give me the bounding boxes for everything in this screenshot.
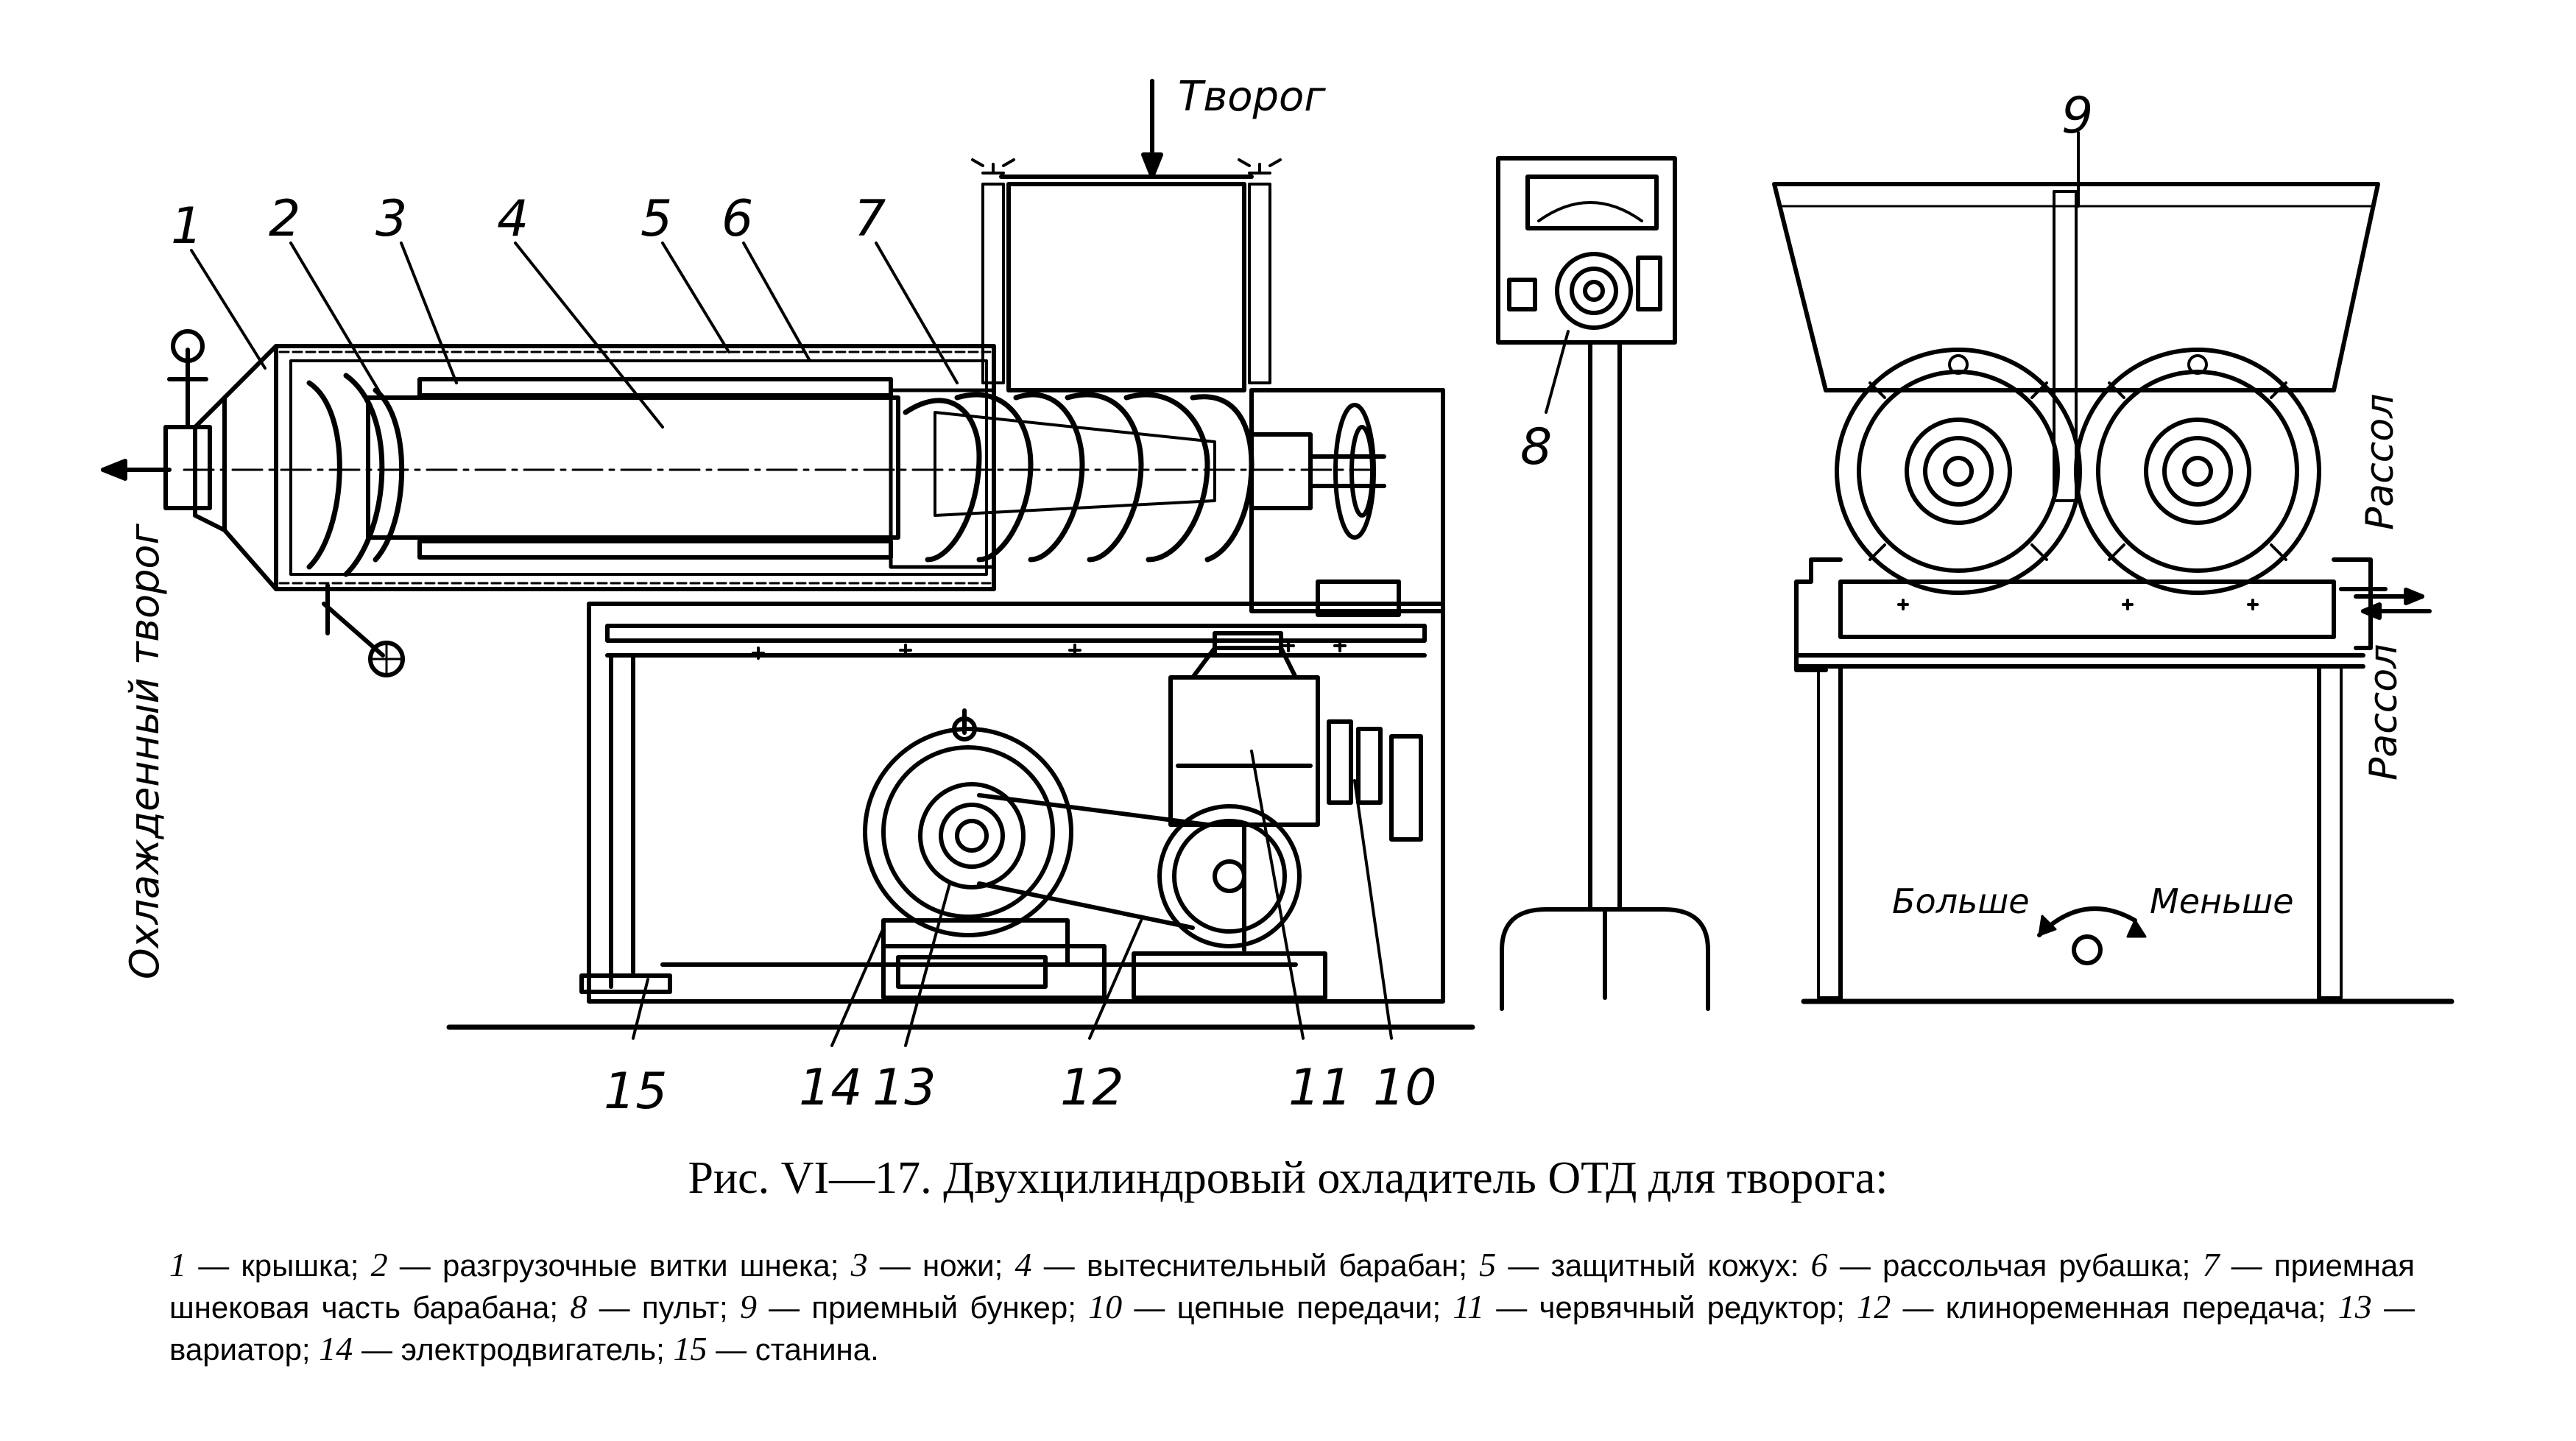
legend-item-text: — приемная шнековая часть барабана; [169, 1248, 2415, 1325]
callout-9: 9 [2061, 87, 2093, 145]
legend-item-text: — червячный редуктор; [1484, 1290, 1857, 1325]
legend-item-13: 13 — вариатор; [169, 1288, 2416, 1367]
legend-item-number: 11 [1453, 1288, 1485, 1325]
legend-item-number: 9 [739, 1288, 757, 1325]
legend-item-text: — рассольчая рубашка; [1827, 1248, 2203, 1283]
legend-item-text: — цепные передачи; [1122, 1290, 1453, 1325]
legend-item-8: 8 — пульт; [570, 1288, 740, 1325]
legend-item-number: 1 [169, 1246, 186, 1283]
legend-item-number: 15 [673, 1330, 707, 1367]
legend-item-text: — вытеснительный барабан; [1031, 1248, 1480, 1283]
legend-item-number: 3 [850, 1246, 868, 1283]
callout-11: 11 [1288, 1059, 1352, 1117]
legend-item-text: — защитный кожух: [1496, 1248, 1811, 1283]
legend-item-text: — клиноременная передача; [1891, 1290, 2338, 1325]
legend-item-number: 10 [1088, 1288, 1123, 1325]
callout-15: 15 [604, 1063, 668, 1121]
legend-item-14: 14 — электродвигатель; [319, 1330, 674, 1367]
receiving-screw [889, 388, 1255, 569]
legend-item-text: — разгрузочные витки шнека; [387, 1248, 851, 1283]
legend-item-3: 3 — ножи; [850, 1246, 1015, 1283]
figure-caption: Рис. VI—17. Двухцилиндровый охладитель О… [688, 1153, 1888, 1203]
callout-14: 14 [799, 1059, 863, 1117]
callout-1: 1 [171, 197, 202, 256]
shaft-sprocket [1249, 403, 1401, 617]
label-more: Больше [1892, 881, 2030, 921]
label-less: Меньше [2150, 881, 2294, 921]
legend-item-7: 7 — приемная шнековая часть барабана; [169, 1246, 2415, 1325]
legend-item-10: 10 — цепные передачи; [1088, 1288, 1453, 1325]
main-machine-side-view [101, 79, 1570, 1047]
leader-lines [190, 242, 1570, 1047]
outlet-arrow [101, 459, 172, 481]
legend-item-text: — крышка; [186, 1248, 371, 1283]
label-curd-out: Охлажденный творог [121, 524, 168, 979]
label-brine-bottom: Рассол [2362, 644, 2406, 781]
label-brine-top: Рассол [2358, 394, 2402, 530]
legend-item-number: 5 [1479, 1246, 1497, 1283]
control-panel [1496, 156, 1710, 1011]
callout-10: 10 [1373, 1059, 1437, 1117]
callout-3: 3 [375, 190, 407, 248]
frame-stanina [579, 388, 1445, 1004]
drawing-labels: Творог Охлажденный творог Рассол Рассол … [121, 73, 2406, 1121]
legend-item-number: 12 [1857, 1288, 1891, 1325]
legend-item-1: 1 — крышка; [169, 1246, 371, 1283]
legend-item-6: 6 — рассольчая рубашка; [1810, 1246, 2203, 1283]
callout-12: 12 [1060, 1059, 1124, 1117]
callout-8: 8 [1520, 418, 1552, 476]
legend-item-text: — вариатор; [169, 1290, 2416, 1367]
legend-item-5: 5 — защитный кожух: [1479, 1246, 1811, 1283]
legend-item-number: 13 [2337, 1288, 2372, 1325]
legend-item-number: 7 [2202, 1246, 2220, 1283]
legend-item-11: 11 — червячный редуктор; [1453, 1288, 1857, 1325]
legend-item-number: 4 [1014, 1246, 1032, 1283]
legend-item-2: 2 — разгрузочные витки шнека; [370, 1246, 851, 1283]
callout-5: 5 [641, 190, 672, 248]
floor-lines [446, 998, 2455, 1030]
legend-item-text: — электродвигатель; [353, 1332, 674, 1367]
legend-item-number: 2 [370, 1246, 388, 1283]
legend-item-12: 12 — клиноременная передача; [1857, 1288, 2338, 1325]
legend-item-number: 14 [319, 1330, 353, 1367]
legend-item-text: — пульт; [587, 1290, 740, 1325]
callout-4: 4 [497, 190, 529, 248]
front-view [1772, 131, 2432, 1004]
callout-13: 13 [872, 1059, 936, 1117]
legend-item-text: — приемный бункер; [756, 1290, 1089, 1325]
worm-gear-reducer [1168, 631, 1423, 952]
legend-item-text: — станина. [707, 1332, 879, 1367]
inlet-hopper [971, 158, 1282, 392]
legend-item-number: 6 [1810, 1246, 1828, 1283]
electric-motor [863, 708, 1073, 989]
callout-6: 6 [721, 190, 753, 248]
callout-7: 7 [854, 190, 886, 248]
legend-item-4: 4 — вытеснительный барабан; [1014, 1246, 1480, 1283]
callout-2: 2 [269, 190, 300, 248]
legend-item-15: 15 — станина. [673, 1330, 879, 1367]
legend-item-text: — ножи; [867, 1248, 1015, 1283]
legend-item-number: 8 [570, 1288, 587, 1325]
label-curd-in: Творог [1178, 73, 1326, 121]
unloading-screw-turns [306, 373, 405, 577]
figure-legend: 1 — крышка; 2 — разгрузочные витки шнека… [169, 1244, 2415, 1370]
inlet-arrow [1141, 79, 1163, 179]
legend-item-9: 9 — приемный бункер; [739, 1288, 1089, 1325]
